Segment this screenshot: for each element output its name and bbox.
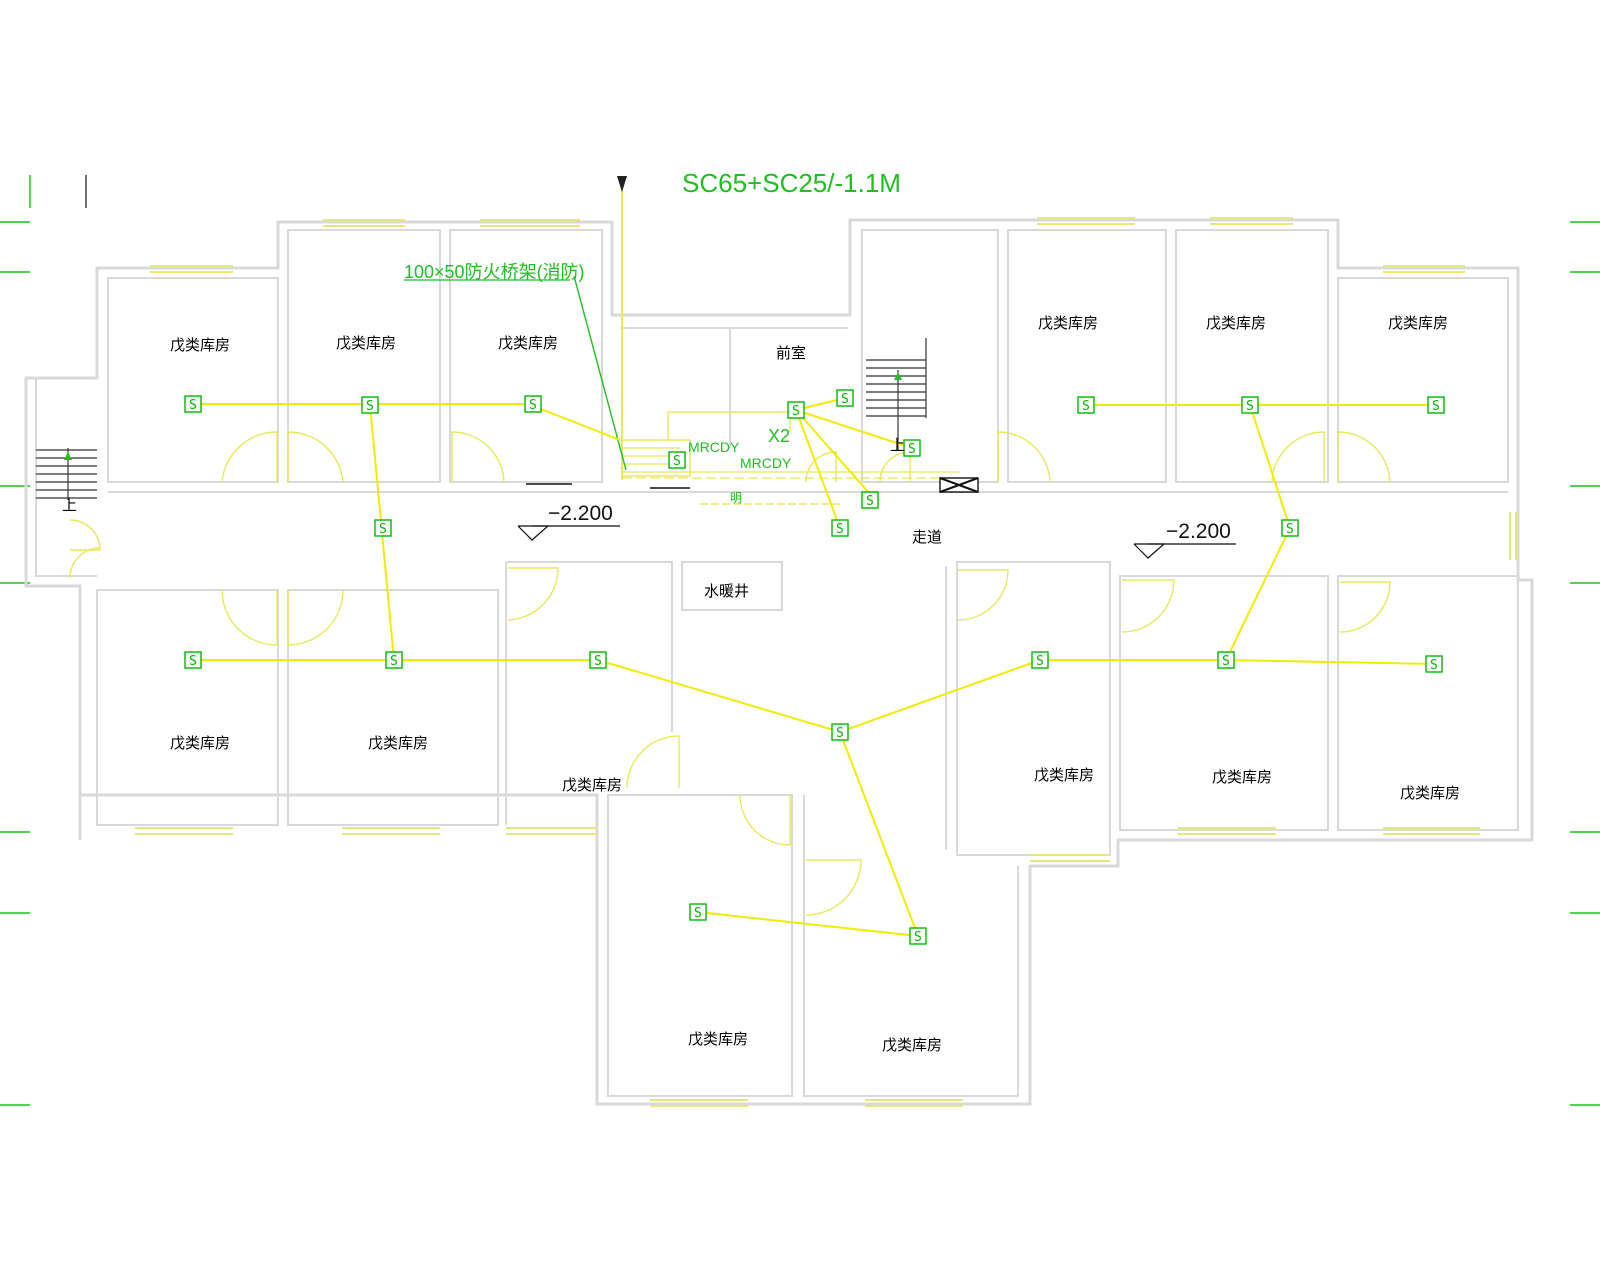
smoke-detector-icon: S	[836, 389, 854, 407]
svg-text:S: S	[836, 726, 844, 741]
smoke-detector-icon: S	[689, 903, 707, 921]
smoke-detector-icon: S	[831, 723, 849, 741]
smoke-detector-icon: S	[831, 519, 849, 537]
stairs-right	[866, 338, 927, 450]
room-label: 戊类库房	[1206, 314, 1266, 332]
svg-text:S: S	[594, 654, 602, 669]
svg-text:S: S	[366, 399, 374, 414]
margin-ticks	[0, 175, 1600, 1106]
smoke-detector-icon: S	[668, 451, 686, 469]
room-label: 戊类库房	[170, 336, 230, 354]
room-label: 戊类库房	[1034, 766, 1094, 784]
smoke-detector-icon: S	[861, 491, 879, 509]
room-label: 戊类库房	[1212, 768, 1272, 786]
wiring	[193, 397, 1436, 937]
room-label: 戊类库房	[170, 734, 230, 752]
doors	[69, 431, 1391, 916]
room-label: 戊类库房	[498, 334, 558, 352]
mrcdy-label-1: MRCDY	[688, 439, 740, 455]
smoke-detector-icon: S	[787, 401, 805, 419]
smoke-detector-icon: S	[1281, 519, 1299, 537]
stair-up-right: 上	[890, 436, 905, 454]
room-label: 水暖井	[704, 582, 749, 600]
svg-text:S: S	[1082, 399, 1090, 414]
svg-text:S: S	[1222, 654, 1230, 669]
smoke-detector-icon: S	[524, 395, 542, 413]
svg-text:S: S	[908, 442, 916, 457]
svg-text:S: S	[866, 494, 874, 509]
svg-text:S: S	[694, 906, 702, 921]
svg-text:S: S	[1432, 399, 1440, 414]
svg-text:S: S	[914, 930, 922, 945]
stairs-left	[36, 448, 97, 500]
svg-text:S: S	[189, 654, 197, 669]
room-label: 前室	[776, 344, 806, 362]
room-label: 戊类库房	[1388, 314, 1448, 332]
room-label: 戊类库房	[368, 734, 428, 752]
smoke-detector-icon: S	[184, 651, 202, 669]
room-label: 戊类库房	[1038, 314, 1098, 332]
svg-text:S: S	[1430, 658, 1438, 673]
stair-up-left: 上	[62, 496, 77, 514]
svg-text:S: S	[836, 522, 844, 537]
elevation-marker-right: −2.200	[1133, 520, 1236, 559]
windows	[135, 217, 1517, 1107]
mrcdy-label-2: MRCDY	[740, 455, 792, 471]
svg-text:S: S	[1246, 399, 1254, 414]
svg-text:S: S	[792, 404, 800, 419]
smoke-detector-icon: S	[374, 519, 392, 537]
elevation-left: −2.200	[548, 502, 613, 525]
fan-box-icon	[939, 477, 979, 493]
svg-text:S: S	[529, 398, 537, 413]
top-annotation: SC65+SC25/-1.1M	[682, 168, 901, 198]
room-label: 戊类库房	[1400, 784, 1460, 802]
svg-text:S: S	[841, 392, 849, 407]
smoke-detector-icon: S	[361, 396, 379, 414]
smoke-detector-icon: S	[385, 651, 403, 669]
smoke-detector-icon: S	[589, 651, 607, 669]
smoke-detector-icon: S	[1077, 396, 1095, 414]
smoke-detector-icon: S	[1217, 651, 1235, 669]
room-label: 戊类库房	[882, 1036, 942, 1054]
smoke-detector-icon: S	[184, 395, 202, 413]
smoke-detector-icon: S	[909, 927, 927, 945]
elevation-right: −2.200	[1166, 520, 1231, 543]
x2-label: X2	[768, 426, 790, 446]
svg-text:S: S	[673, 454, 681, 469]
svg-text:S: S	[379, 522, 387, 537]
elevation-marker-left: −2.200	[517, 502, 620, 541]
svg-text:S: S	[390, 654, 398, 669]
room-label: 戊类库房	[336, 334, 396, 352]
room-label: 戊类库房	[688, 1030, 748, 1048]
smoke-detector-icon: S	[1241, 396, 1259, 414]
cable-tray	[404, 176, 979, 505]
junction-label: 明	[730, 491, 742, 505]
svg-text:S: S	[1286, 522, 1294, 537]
smoke-detector-icon: S	[1425, 655, 1443, 673]
tray-label: 100×50防火桥架(消防)	[404, 262, 585, 282]
svg-text:S: S	[189, 398, 197, 413]
room-label: 走道	[912, 528, 942, 546]
smoke-detector-icon: S	[903, 439, 921, 457]
room-label: 戊类库房	[562, 776, 622, 794]
devices: S S S S S S S S S S S S S S S S S S S S S S S	[184, 389, 1445, 945]
smoke-detector-icon: S	[1031, 651, 1049, 669]
svg-text:S: S	[1036, 654, 1044, 669]
smoke-detector-icon: S	[1427, 396, 1445, 414]
building-walls	[24, 218, 1534, 1106]
